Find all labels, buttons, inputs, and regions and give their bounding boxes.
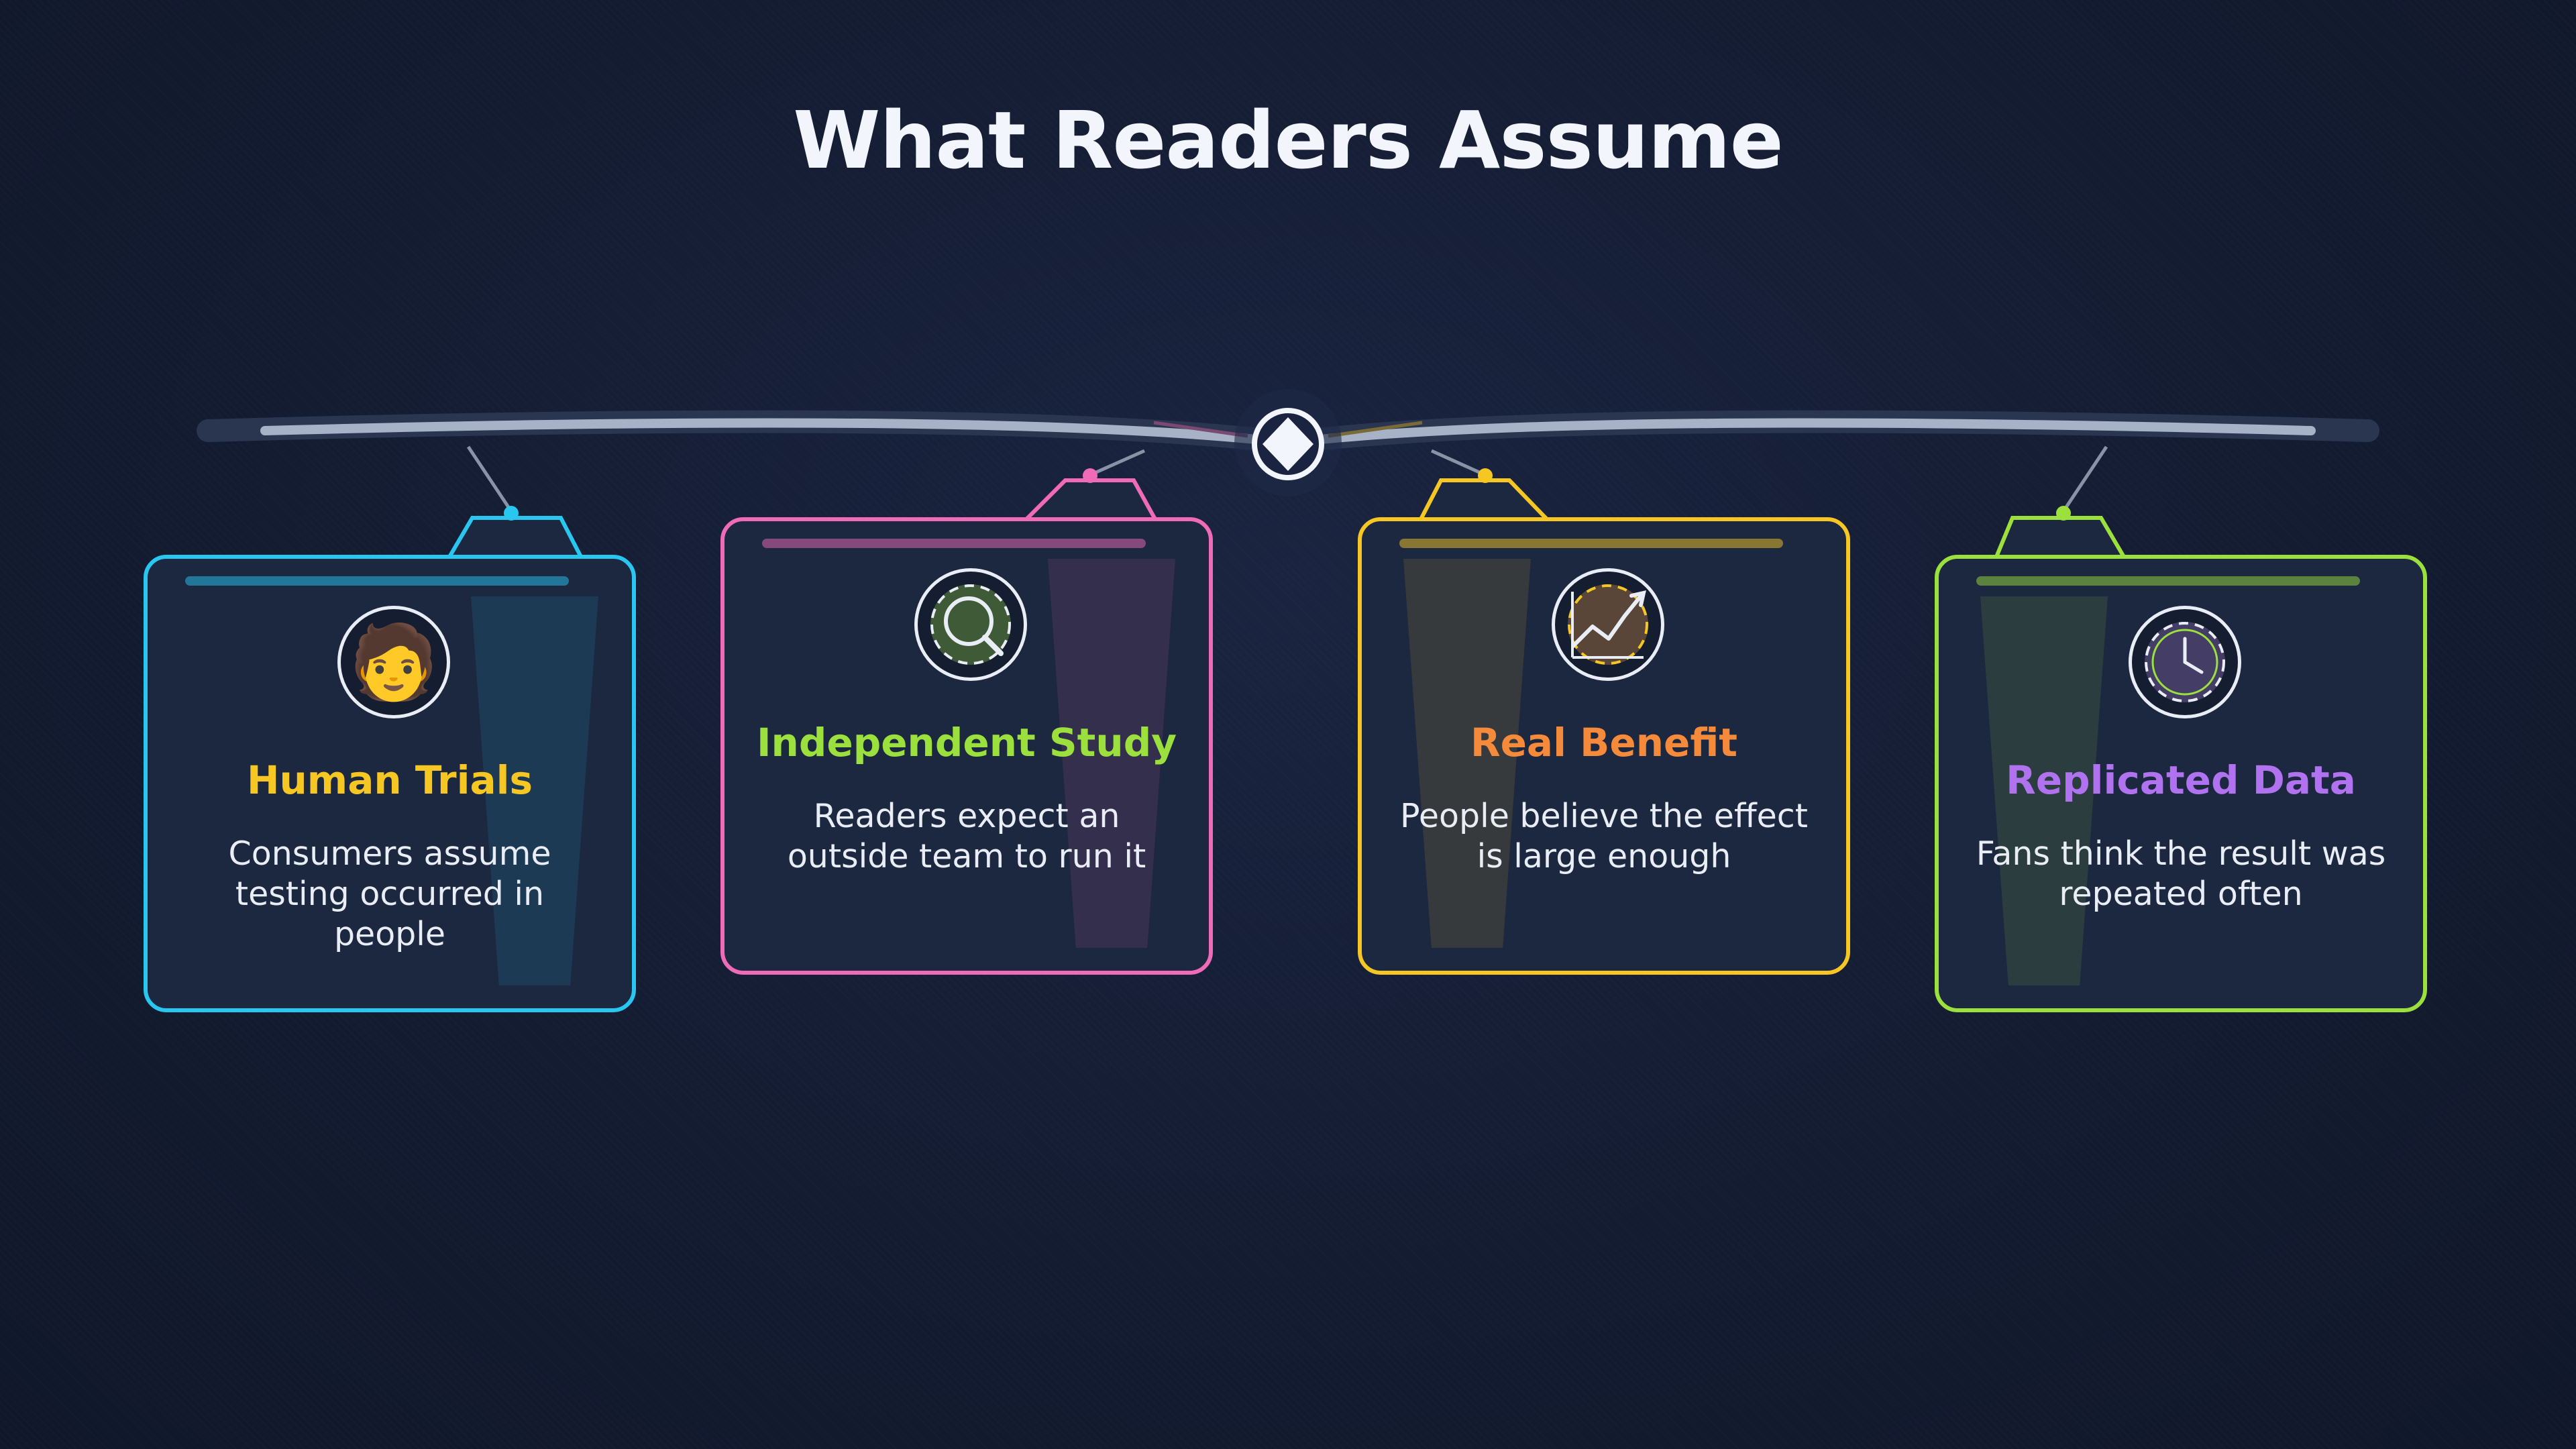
card-description: Fans think the result was repeated often bbox=[1976, 835, 2386, 913]
card-independent-study: Independent Study Readers expect an outs… bbox=[720, 517, 1213, 975]
tab-dot-4 bbox=[2056, 506, 2071, 521]
card-tab-1 bbox=[447, 516, 583, 558]
card-top-bar bbox=[762, 539, 1146, 548]
hub-accent-pink bbox=[1153, 421, 1248, 438]
card-tab-3 bbox=[1419, 478, 1549, 521]
magnifier-icon bbox=[914, 568, 1027, 681]
card-description: Consumers assume testing occurred in peo… bbox=[228, 835, 551, 953]
clock-icon bbox=[2129, 606, 2241, 718]
card-real-benefit: Real Benefit People believe the effect i… bbox=[1358, 517, 1850, 975]
page-title: What Readers Assume bbox=[793, 94, 1784, 186]
trend-chart-glyph bbox=[1568, 584, 1648, 665]
connector-line-2 bbox=[1089, 449, 1146, 477]
card-tab-4 bbox=[1994, 516, 2126, 558]
card-heading: Human Trials bbox=[246, 757, 533, 803]
tab-dot-3 bbox=[1478, 468, 1493, 483]
card-description: Readers expect an outside team to run it bbox=[787, 797, 1146, 875]
hub-accent-yellow bbox=[1328, 421, 1423, 438]
connector-line-4 bbox=[2061, 445, 2108, 513]
magnifier-glyph bbox=[930, 584, 1011, 665]
tab-dot-1 bbox=[504, 506, 519, 521]
card-tab-2 bbox=[1024, 478, 1157, 521]
connector-line-3 bbox=[1430, 449, 1487, 477]
card-top-bar bbox=[1976, 576, 2360, 586]
trend-chart-icon bbox=[1552, 568, 1664, 681]
person-icon: 🧑 bbox=[337, 606, 450, 718]
card-top-bar bbox=[1399, 539, 1783, 548]
card-replicated-data: Replicated Data Fans think the result wa… bbox=[1935, 555, 2427, 1012]
tab-dot-2 bbox=[1083, 468, 1097, 483]
clock-glyph bbox=[2145, 622, 2225, 702]
card-top-bar bbox=[185, 576, 569, 586]
card-heading: Independent Study bbox=[756, 720, 1177, 765]
card-heading: Real Benefit bbox=[1470, 720, 1738, 765]
card-human-trials: 🧑 Human Trials Consumers assume testing … bbox=[144, 555, 636, 1012]
hub-diamond-icon bbox=[1263, 417, 1313, 471]
card-description: People believe the effect is large enoug… bbox=[1400, 797, 1808, 875]
card-heading: Replicated Data bbox=[2006, 757, 2356, 803]
connector-line-1 bbox=[466, 445, 513, 513]
